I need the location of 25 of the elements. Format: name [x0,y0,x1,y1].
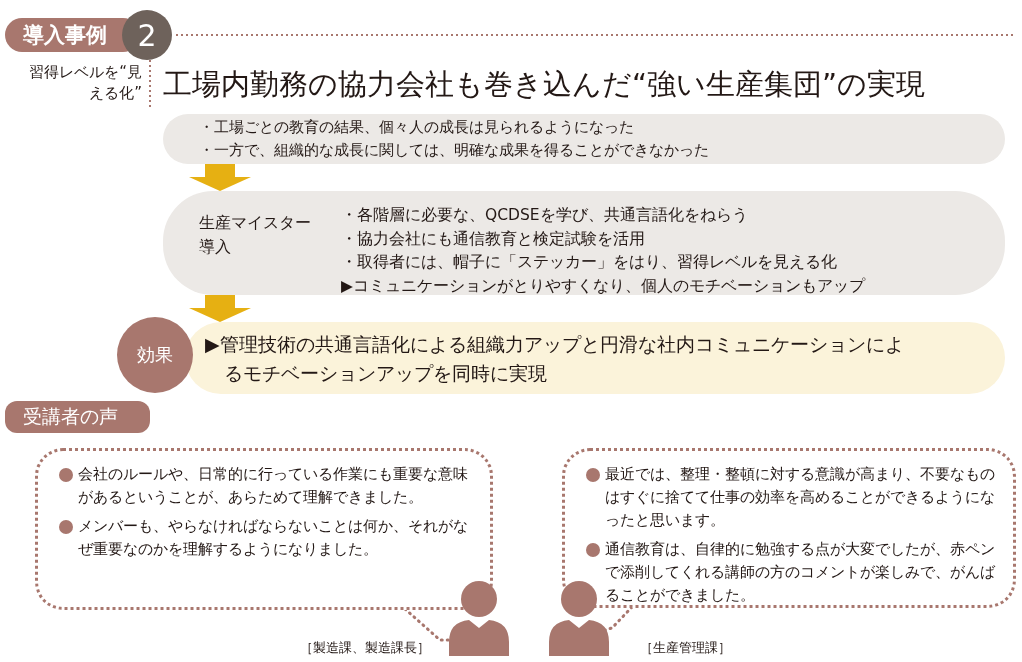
bullet-text: ・取得者には、帽子に「ステッカー」をはり、習得レベルを見える化 [341,252,838,273]
bullet-text: ・工場ごとの教育の結果、個々人の成長は見られるようになった [199,117,635,138]
person-silhouette [447,580,511,656]
bullet-text: ・各階層に必要な、QCDSEを学び、共通言語化をねらう [341,205,749,226]
info-box [163,114,1005,164]
comment-text: 通信教育は、自律的に勉強する点が大変でしたが、赤ペンで添削してくれる講師の方のコメントが楽しみで、がんばることができました。 [585,538,995,607]
bullet-text: ・協力会社にも通信教育と検定試験を活用 [341,228,646,250]
label-circle: 効果 [117,317,193,393]
box-heading: 生産マイスター導入 [199,213,312,258]
speech-bubble [562,448,1016,608]
subtitle-text: 習得レベルを“見える化” [28,62,142,104]
comment-text: 最近では、整理・整頓に対する意識が高まり、不要なものはすぐに捨てて仕事の効率を高めることができるようになったと思います。 [585,463,995,532]
speaker-caption: ［生産管理課］ [640,639,731,657]
speaker-caption: ［製造課、製造課長］ [300,639,430,657]
comment-text: メンバーも、やらなければならないことは何か、それがなぜ重要なのかを理解するようになりました。 [58,515,472,561]
speech-bubble [35,448,493,610]
bullet-text: ・一方で、組織的な成長に関しては、明確な成果を得ることができなかった [199,140,709,161]
bullet-text: ▶コミュニケーションがとりやすくなり、個人のモチベーションもアップ [341,275,865,297]
flow-arrow [189,295,251,322]
flow-arrow [189,164,251,191]
title-text: 工場内勤務の協力会社も巻き込んだ“強い生産集団”の実現 [163,66,926,103]
result-text: ▶管理技術の共通言語化による組織力アップと円滑な社内コミュニケーションによるモチベーションアップを同時に実現 [205,332,905,386]
comment-text: 会社のルールや、日常的に行っている作業にも重要な意味があるということが、あらためて理解できました。 [58,463,472,509]
number-circle: 2 [122,10,172,60]
section-heading: 受講者の声 [5,401,150,433]
